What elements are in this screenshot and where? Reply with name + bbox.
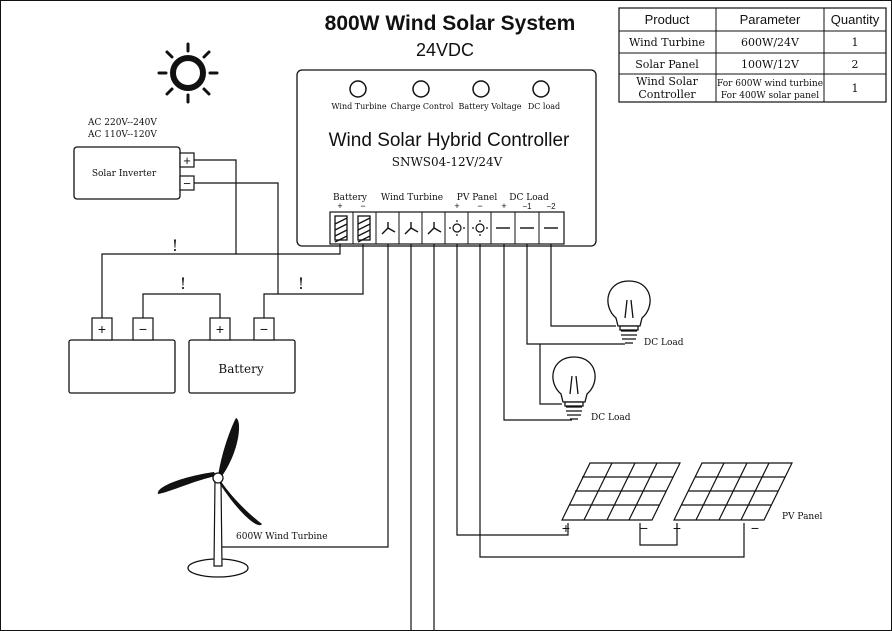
group-label-battery: Battery	[333, 193, 368, 203]
table-row3-quantity: 1	[852, 82, 859, 95]
terminal-block	[329, 211, 565, 245]
table-header-product: Product	[645, 12, 690, 27]
wires	[101, 159, 745, 631]
indicator-lights	[349, 80, 550, 98]
table-row1-quantity: 1	[852, 36, 859, 49]
table-row1-product: Wind Turbine	[629, 36, 705, 49]
pv-right-minus: −	[751, 520, 759, 536]
wind-phase3-terminal-icon	[427, 222, 442, 235]
polarity-dc-plus: +	[501, 201, 506, 211]
battery-right-minus: −	[260, 321, 268, 337]
system-voltage: 24VDC	[416, 40, 474, 60]
battery-left	[68, 317, 176, 394]
group-label-pv-panel: PV Panel	[457, 193, 498, 203]
wind-turbine-label: 600W Wind Turbine	[236, 532, 328, 542]
controller-model: SNWS04-12V/24V	[392, 155, 503, 169]
solar-inverter-label: Solar Inverter	[92, 169, 157, 179]
controller-title: Wind Solar Hybrid Controller	[329, 130, 570, 151]
polarity-battery-minus: −	[360, 201, 365, 211]
polarity-battery-plus: +	[337, 201, 342, 211]
table-row3-product-line1: Wind Solar	[636, 75, 698, 88]
table-row3-product-line2: Controller	[638, 88, 696, 101]
hybrid-controller	[296, 69, 597, 247]
indicator-label-dcload: DC load	[528, 102, 560, 111]
fuse-mark-2: !	[180, 274, 186, 293]
battery-right	[188, 317, 296, 394]
indicator-label-wind: Wind Turbine	[331, 102, 387, 111]
inverter-ac-220: AC 220V--240V	[87, 118, 157, 128]
indicator-dc-load	[532, 80, 550, 98]
battery-label: Battery	[218, 362, 263, 376]
table-row3-parameter-line1: For 600W wind turbine	[717, 79, 823, 89]
solar-inverter	[73, 146, 181, 200]
dc-load-label-bottom: DC Load	[591, 413, 631, 423]
table-row1-parameter: 600W/24V	[741, 36, 800, 49]
battery-plus-terminal-icon	[334, 215, 348, 243]
pv-right-plus: +	[673, 520, 681, 536]
table-row2-parameter: 100W/12V	[741, 58, 800, 71]
wind-turbine-icon	[157, 418, 262, 578]
battery-left-plus: +	[98, 321, 106, 337]
pv-left-minus: −	[640, 520, 648, 536]
lightbulb-icon-bottom	[552, 356, 596, 420]
group-label-wind-turbine: Wind Turbine	[381, 193, 443, 203]
table-row2-product: Solar Panel	[635, 58, 699, 71]
inverter-ac-110: AC 110V--120V	[87, 130, 157, 140]
pv-plus-terminal-icon	[449, 220, 465, 236]
battery-minus-terminal-icon	[357, 215, 371, 243]
pv-panel-left	[561, 462, 681, 521]
group-label-dc-load: DC Load	[509, 193, 549, 203]
pv-minus-terminal-icon	[472, 220, 488, 236]
wind-phase2-terminal-icon	[404, 222, 419, 235]
table-header-parameter: Parameter	[740, 12, 801, 27]
polarity-pv-minus: −	[477, 201, 482, 211]
battery-right-plus: +	[216, 321, 224, 337]
inverter-plus-sign: +	[183, 153, 191, 168]
polarity-dc-minus1: −1	[522, 202, 532, 211]
dc-load-label-top: DC Load	[644, 338, 684, 348]
sun-icon	[157, 42, 219, 104]
indicator-battery-voltage	[472, 80, 490, 98]
wind-phase1-terminal-icon	[381, 222, 396, 235]
battery-left-minus: −	[139, 321, 147, 337]
table-row3-parameter-line2: For 400W solar panel	[721, 91, 819, 101]
table-row2-quantity: 2	[852, 58, 859, 71]
fuse-mark-1: !	[172, 236, 178, 255]
diagram-title: 800W Wind Solar System	[325, 12, 576, 35]
indicator-label-battery: Battery Voltage	[459, 102, 522, 111]
pv-panel-right	[673, 462, 793, 521]
pv-panel-label: PV Panel	[782, 512, 823, 522]
indicator-charge-control	[412, 80, 430, 98]
fuse-mark-3: !	[298, 274, 304, 293]
pv-left-plus: +	[562, 520, 570, 536]
indicator-label-charge: Charge Control	[391, 102, 454, 111]
polarity-dc-minus2: −2	[546, 202, 556, 211]
table-header-quantity: Quantity	[831, 12, 880, 27]
polarity-pv-plus: +	[454, 201, 459, 211]
indicator-wind-turbine	[349, 80, 367, 98]
lightbulb-icon-top	[607, 280, 651, 344]
spec-table: Product Parameter Quantity Wind Turbine …	[618, 7, 887, 103]
inverter-minus-sign: −	[183, 176, 191, 191]
